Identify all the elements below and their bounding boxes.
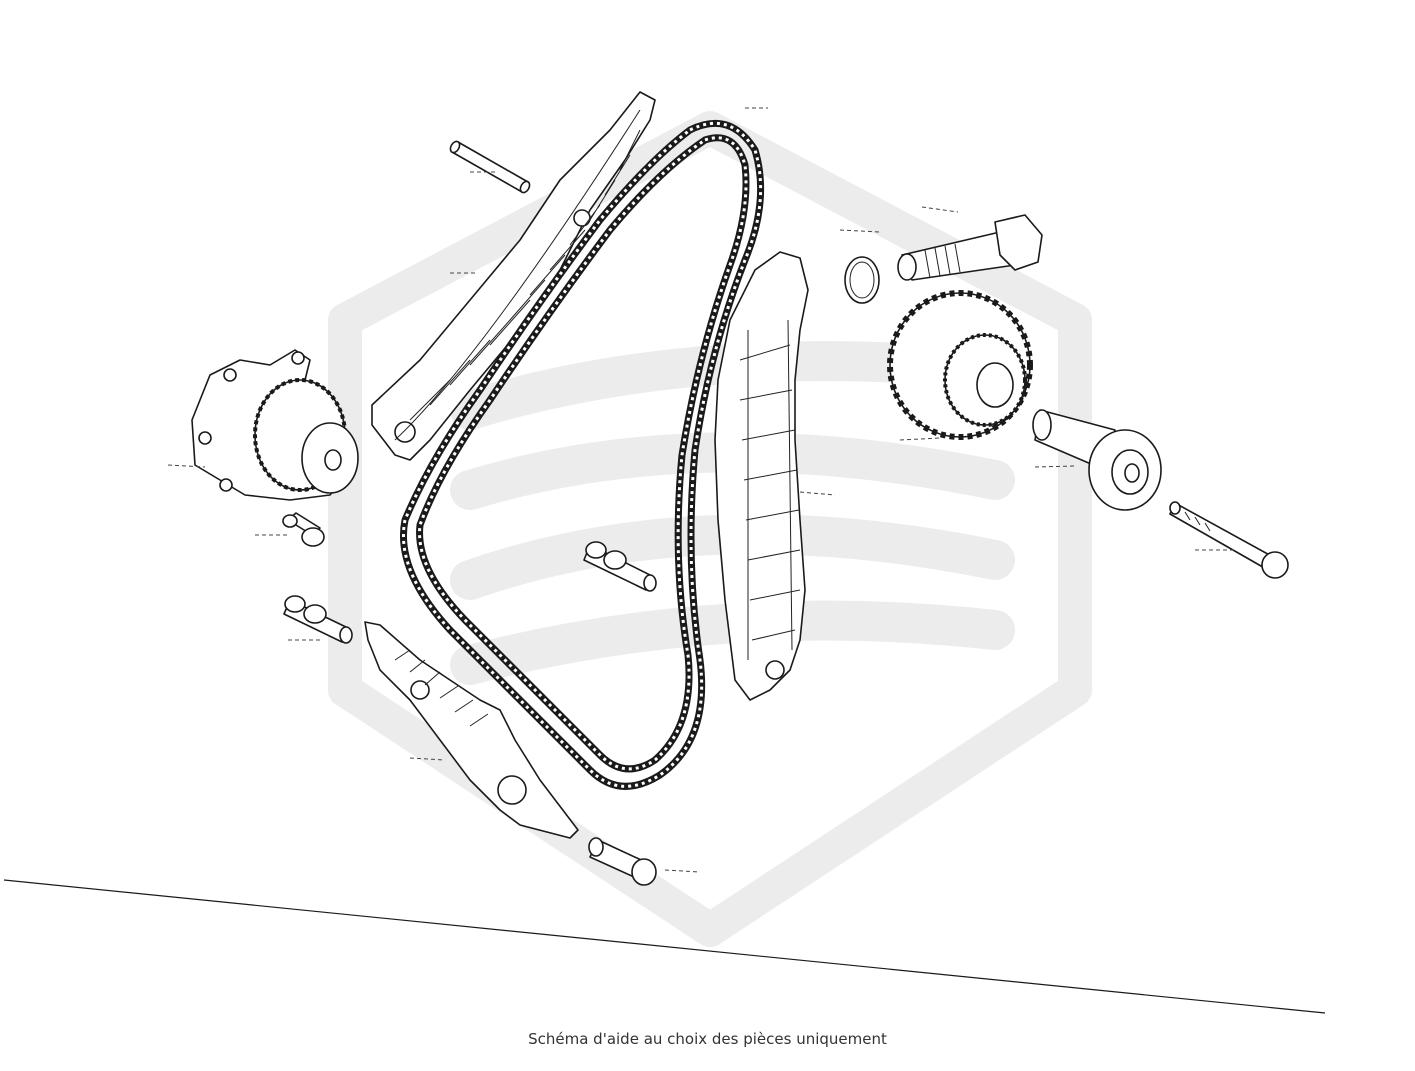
idler-shaft (1032, 409, 1162, 511)
spacer-sleeve-bottom (588, 837, 657, 886)
dowel-pin-top (449, 140, 531, 194)
stud-pin-center (583, 541, 657, 592)
long-bolt (1169, 501, 1289, 579)
sealing-ring (844, 256, 880, 304)
timing-chain (399, 119, 765, 790)
lower-tensioner-rail (364, 621, 579, 839)
bolt-small-left (282, 512, 325, 547)
callout-lines (167, 107, 1235, 873)
diagram-caption: Schéma d'aide au choix des pièces unique… (528, 1030, 887, 1048)
intermediate-gear (887, 290, 1033, 440)
upper-guide-rail (371, 91, 656, 461)
tensioner-plug (897, 214, 1043, 281)
ground-line (3, 879, 1326, 1014)
right-guide-rail (714, 251, 809, 701)
stud-pin-left (283, 595, 353, 644)
oil-pump-sprocket (191, 349, 359, 501)
